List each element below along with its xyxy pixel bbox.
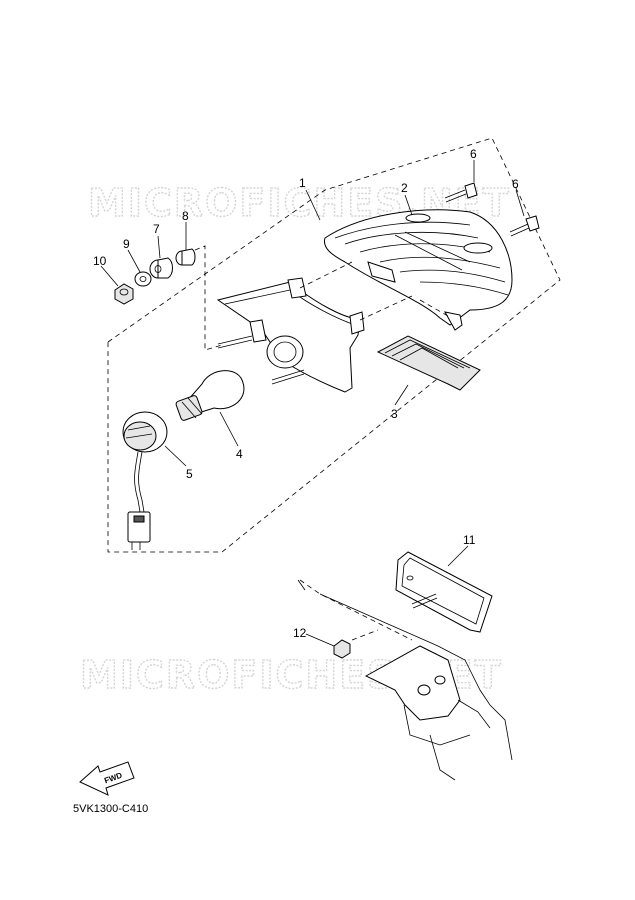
washer-9 bbox=[134, 271, 152, 287]
tail-light-housing bbox=[323, 209, 513, 331]
nut-10 bbox=[114, 283, 134, 305]
leader-3 bbox=[394, 384, 409, 406]
leader-7 bbox=[157, 235, 161, 259]
leader-5 bbox=[164, 445, 187, 467]
callout-8: 8 bbox=[182, 209, 189, 223]
license-light bbox=[395, 551, 493, 633]
callout-5: 5 bbox=[186, 467, 193, 481]
assembly-boundary bbox=[107, 137, 561, 553]
callout-6-lower: 6 bbox=[512, 177, 519, 191]
leader-2 bbox=[404, 194, 413, 216]
leader-4 bbox=[219, 411, 239, 447]
callout-12: 12 bbox=[293, 626, 307, 640]
callout-9: 9 bbox=[123, 237, 130, 251]
collar-8 bbox=[175, 248, 196, 266]
screw-6-upper bbox=[444, 182, 478, 203]
leader-6b bbox=[515, 189, 525, 217]
callout-3: 3 bbox=[391, 407, 398, 421]
guide-line-a bbox=[299, 261, 353, 289]
callout-1: 1 bbox=[299, 176, 306, 190]
bulb bbox=[175, 370, 245, 421]
hardware-guide-line bbox=[194, 245, 223, 351]
fwd-arrow-icon: FWD bbox=[79, 761, 135, 796]
nut-12 bbox=[333, 629, 379, 659]
callout-2: 2 bbox=[401, 181, 408, 195]
socket-cord bbox=[122, 411, 168, 550]
callout-7: 7 bbox=[153, 222, 160, 236]
grommet-7 bbox=[149, 257, 173, 279]
callout-4: 4 bbox=[236, 447, 243, 461]
screw-6-lower bbox=[509, 215, 540, 237]
leader-9 bbox=[127, 249, 141, 273]
leader-10 bbox=[100, 265, 119, 287]
callout-11: 11 bbox=[463, 533, 476, 547]
leader-1 bbox=[305, 189, 321, 221]
guide-line-b bbox=[359, 295, 413, 321]
light-base bbox=[216, 277, 365, 393]
callout-6-upper: 6 bbox=[470, 147, 477, 161]
leader-12 bbox=[305, 633, 335, 647]
leader-11 bbox=[447, 545, 469, 567]
rear-fender-bracket bbox=[297, 579, 513, 781]
lens bbox=[376, 335, 481, 391]
callout-10: 10 bbox=[93, 254, 107, 268]
diagram-code: 5VK1300-C410 bbox=[73, 803, 148, 815]
